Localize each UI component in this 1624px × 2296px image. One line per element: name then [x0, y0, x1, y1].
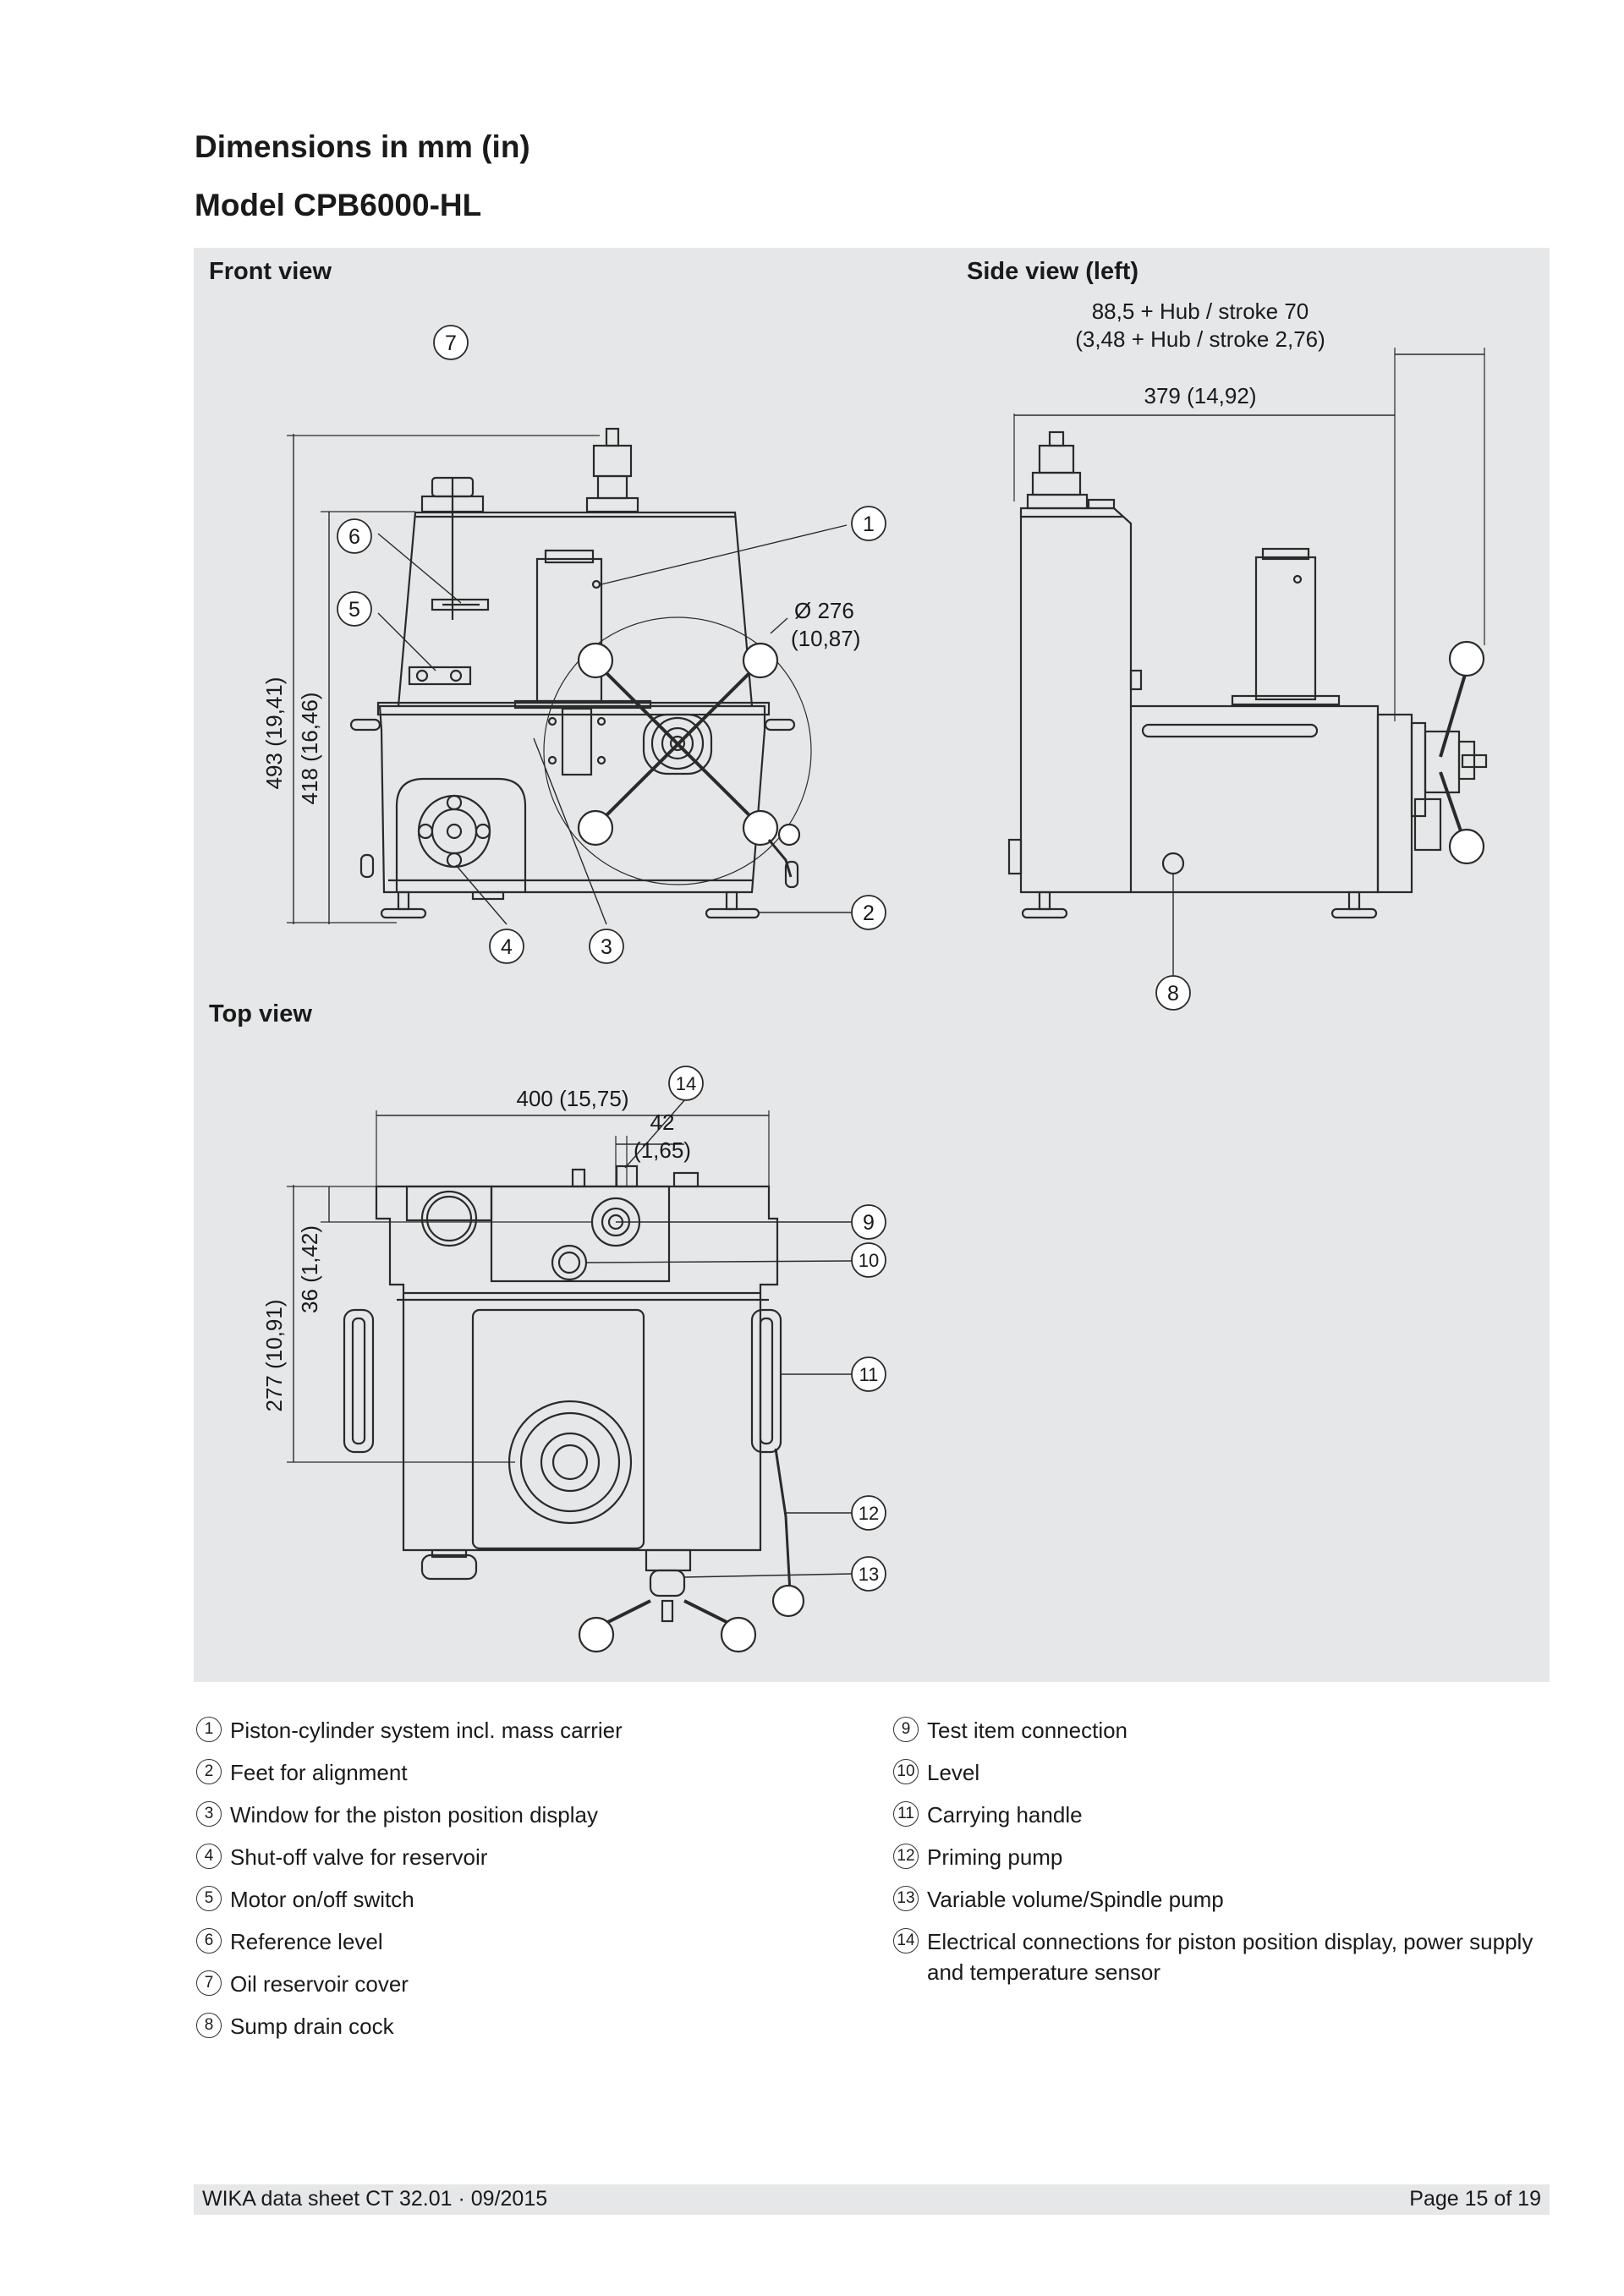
side-view-drawing [1007, 348, 1488, 977]
footer-page-number: Page 15 of 19 [1409, 2187, 1541, 2211]
dim-side-stroke-2: (3,48 + Hub / stroke 2,76) [1075, 326, 1325, 352]
page-footer: WIKA data sheet CT 32.01 · 09/2015 Page … [194, 2184, 1550, 2215]
callout-5 [337, 591, 372, 627]
callout-7 [433, 325, 469, 360]
callout-3 [589, 929, 624, 964]
technical-drawing-panel: Front view Side view (left) Top view [194, 248, 1550, 1682]
callout-10 [851, 1242, 886, 1278]
callout-13 [851, 1556, 886, 1592]
callout-8-label: 8 [1167, 982, 1179, 1006]
callout-14 [668, 1066, 704, 1101]
callout-9-label: 9 [863, 1211, 875, 1235]
dim-side-stroke-1: 88,5 + Hub / stroke 70 [1092, 299, 1309, 324]
dim-handwheel-dia-2: (10,87) [791, 626, 860, 651]
callout-3-label: 3 [601, 935, 612, 959]
callout-12-label: 12 [859, 1503, 879, 1524]
dim-handwheel-dia-1: Ø 276 [794, 598, 854, 623]
callout-2 [851, 895, 886, 930]
dim-front-height-body: 418 (16,46) [297, 693, 322, 805]
top-view-drawing [287, 1098, 853, 1653]
callout-5-label: 5 [348, 598, 360, 622]
top-view-label: Top view [209, 1000, 312, 1027]
dim-top-width: 400 (15,75) [517, 1086, 629, 1111]
side-view-label: Side view (left) [967, 258, 1139, 285]
callout-1 [851, 506, 886, 541]
dim-side-depth: 379 (14,92) [1144, 383, 1257, 408]
callout-4 [489, 929, 524, 964]
callout-9 [851, 1204, 886, 1240]
dim-top-depth: 277 (10,91) [261, 1300, 287, 1412]
callout-13-label: 13 [859, 1564, 879, 1585]
footer-datasheet-ref: WIKA data sheet CT 32.01 · 09/2015 [202, 2187, 548, 2211]
dim-front-height-total: 493 (19,41) [261, 677, 287, 790]
dim-top-offset-2: (1,65) [634, 1137, 691, 1163]
dim-top-small: 36 (1,42) [297, 1225, 322, 1313]
front-view-label: Front view [209, 258, 332, 285]
page-heading: Dimensions in mm (in) [195, 129, 530, 164]
callout-10-label: 10 [859, 1250, 879, 1271]
callout-11-label: 11 [859, 1364, 879, 1385]
callout-11 [851, 1356, 886, 1392]
callout-6-label: 6 [348, 525, 360, 549]
callout-4-label: 4 [501, 935, 513, 959]
callout-14-label: 14 [676, 1073, 696, 1094]
front-view-drawing [287, 427, 852, 925]
callout-7-label: 7 [445, 332, 457, 355]
callout-1-label: 1 [863, 512, 875, 536]
callout-8 [1155, 975, 1191, 1011]
callout-12 [851, 1495, 886, 1531]
dimension-drawing: 7 6 5 1 2 4 3 8 14 9 10 11 12 13 493 (19… [261, 299, 1488, 1653]
dim-top-offset-1: 42 [650, 1110, 675, 1135]
callout-6 [337, 518, 372, 554]
model-title: Model CPB6000-HL [195, 188, 482, 222]
callout-2-label: 2 [863, 901, 875, 925]
